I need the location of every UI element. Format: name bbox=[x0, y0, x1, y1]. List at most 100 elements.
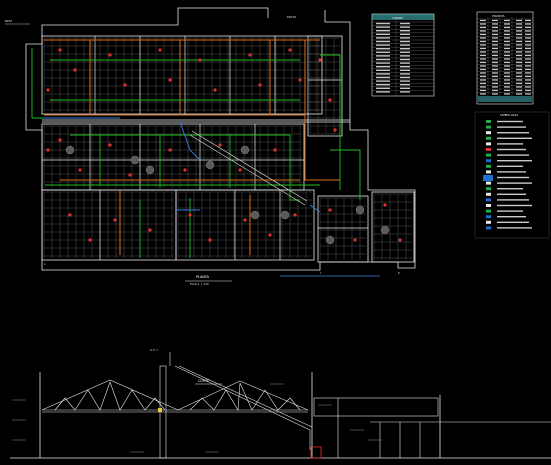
equipment-cell-text bbox=[492, 19, 498, 22]
equipment-cell-text bbox=[480, 58, 486, 60]
mid-tag: C bbox=[320, 271, 322, 275]
section-yellow-marker bbox=[158, 408, 162, 412]
legend-text-line bbox=[497, 221, 529, 223]
left-tag: A bbox=[44, 262, 46, 266]
diffuser-icon bbox=[208, 238, 212, 242]
schedule-cell-text bbox=[376, 55, 390, 57]
legend-text-line bbox=[497, 120, 523, 123]
schedule-cell-text bbox=[400, 51, 410, 53]
diffusers bbox=[46, 48, 402, 242]
legend-swatch-icon bbox=[486, 142, 491, 146]
diffuser-icon bbox=[123, 83, 127, 87]
equipment-cell-text bbox=[492, 47, 498, 50]
diffuser-icon bbox=[168, 78, 172, 82]
equipment-cell-text bbox=[480, 26, 486, 29]
equipment-cell-text bbox=[492, 75, 498, 78]
equipment-cell-text bbox=[525, 26, 531, 29]
legend-swatch-icon bbox=[486, 192, 491, 196]
equipment-cell-text bbox=[516, 72, 522, 74]
equipment-cell-text bbox=[504, 68, 510, 71]
diffuser-icon bbox=[88, 238, 92, 242]
legend-text-line bbox=[497, 176, 529, 179]
section-ground bbox=[10, 372, 551, 459]
equipment-cell-text bbox=[492, 68, 498, 71]
equipment-cell-text bbox=[480, 86, 486, 88]
equipment-table: EQUIPOS bbox=[476, 11, 534, 105]
equipment-cell-text bbox=[504, 54, 510, 57]
right-tag: B bbox=[398, 271, 400, 275]
legend-text-line bbox=[497, 193, 526, 195]
plan-outline bbox=[25, 7, 416, 271]
equipment-cell-text bbox=[492, 89, 498, 92]
equipment-cell-text bbox=[516, 54, 522, 57]
equipment-cell-text bbox=[504, 30, 510, 32]
equipment-title: EQUIPOS bbox=[492, 14, 505, 18]
schedule-cell-text bbox=[376, 26, 390, 28]
equipment-cell-text bbox=[504, 19, 510, 22]
floor-plan: NOTA DUCTO PLANTA ESCALA 1:100 B C A bbox=[5, 7, 416, 286]
equipment-cell-text bbox=[516, 68, 522, 71]
schedule-cell-text bbox=[400, 76, 410, 79]
legend-swatch-icon bbox=[486, 170, 491, 174]
legend-swatch-icon bbox=[486, 120, 491, 123]
equipment-cell-text bbox=[492, 93, 498, 95]
equipment-cell-text bbox=[525, 37, 531, 39]
equipment-cell-text bbox=[504, 93, 510, 95]
schedule-cell-text bbox=[400, 66, 410, 68]
diffuser-icon bbox=[273, 148, 277, 152]
diffuser-icon bbox=[353, 238, 357, 242]
equipment-cell-text bbox=[525, 61, 531, 64]
diffuser-icon bbox=[113, 218, 117, 222]
truss-left bbox=[41, 379, 179, 413]
schedule-cell-text bbox=[400, 91, 410, 93]
legend-swatch-icon bbox=[486, 136, 491, 140]
equipment-cell-text bbox=[480, 61, 486, 64]
legend-swatch-icon bbox=[486, 198, 491, 202]
schedule-cell-text bbox=[400, 62, 410, 64]
legend: SIMBOLOGIA bbox=[474, 111, 550, 239]
equipment-cell-text bbox=[480, 82, 486, 85]
legend-text-line bbox=[497, 171, 526, 173]
equipment-cell-text bbox=[492, 79, 498, 81]
diffuser-icon bbox=[108, 53, 112, 57]
equipment-cell-text bbox=[516, 65, 522, 67]
equipment-cell-text bbox=[525, 93, 531, 95]
equipment-cell-text bbox=[480, 93, 486, 95]
legend-text-line bbox=[497, 148, 526, 151]
diagonal-duct bbox=[189, 130, 308, 206]
equipment-cell-text bbox=[504, 51, 510, 53]
diffuser-icon bbox=[58, 48, 62, 52]
schedule-cell-text bbox=[400, 44, 410, 46]
equipment-cell-text bbox=[480, 79, 486, 81]
equipment-cell-text bbox=[492, 44, 498, 46]
diffuser-icon bbox=[213, 88, 217, 92]
plan-title: PLANTA bbox=[196, 275, 210, 279]
legend-items bbox=[483, 120, 532, 230]
diffuser-icon bbox=[328, 208, 332, 212]
diffuser-icon bbox=[168, 148, 172, 152]
legend-text-line bbox=[497, 154, 529, 156]
equipment-cell-text bbox=[504, 23, 510, 25]
equipment-cell-text bbox=[492, 82, 498, 85]
equipment-cell-text bbox=[480, 33, 486, 36]
equipment-cell-text bbox=[492, 23, 498, 25]
legend-text-line bbox=[497, 165, 523, 167]
legend-title: SIMBOLOGIA bbox=[500, 113, 518, 117]
schedule-cell-text bbox=[376, 80, 390, 82]
equipment-cell-text bbox=[525, 30, 531, 32]
equipment-cell-text bbox=[516, 40, 522, 43]
diffuser-icon bbox=[198, 58, 202, 62]
equipment-cell-text bbox=[504, 40, 510, 43]
schedule-cell-text bbox=[400, 73, 410, 75]
legend-text-line bbox=[497, 199, 529, 201]
equipment-cell-text bbox=[525, 68, 531, 71]
equipment-cell-text bbox=[525, 54, 531, 57]
equipment-cell-text bbox=[525, 65, 531, 67]
schedule-cell-text bbox=[376, 40, 390, 43]
equipment-cell-text bbox=[480, 72, 486, 74]
schedule-cell-text bbox=[376, 22, 390, 25]
duct-supply-green bbox=[31, 48, 361, 258]
equipment-cell-text bbox=[492, 72, 498, 74]
equipment-cell-text bbox=[480, 54, 486, 57]
